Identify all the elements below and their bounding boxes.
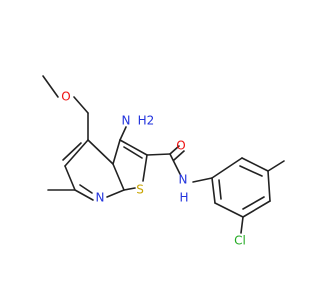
amino-h2-label: H2: [138, 114, 155, 128]
pyridine-n-label: N: [96, 191, 105, 205]
molecule-structure-diagram: N H2 O O N S N H Cl: [42, 75, 285, 248]
bond-aryl-5: [214, 202, 244, 218]
bond-methyl-o: [42, 75, 59, 98]
atom-labels: N H2 O O N S N H Cl: [61, 90, 246, 248]
bond-aryl-methyl: [267, 160, 285, 172]
bond-aryl-4: [242, 200, 271, 218]
bond-c3-c2-double: [123, 146, 143, 159]
amide-n-label: N: [179, 173, 188, 187]
bond-c3-nh2: [119, 126, 127, 141]
bond-carbonyl-n: [169, 153, 181, 175]
bond-aryl-2: [241, 157, 269, 172]
bond-aryl-1: [211, 157, 243, 179]
bond-c3-c2: [119, 139, 148, 156]
bond-c6-n: [74, 189, 94, 201]
thiophene-s-label: S: [136, 183, 144, 197]
bond-lines: [42, 75, 285, 234]
bond-aryl-6: [211, 177, 216, 204]
bond-n-c7a: [106, 189, 125, 198]
amino-n-label: N: [122, 114, 131, 128]
bond-c7a-c3a: [112, 163, 125, 191]
bond-c4-c5-double: [62, 142, 82, 161]
bond-carbonyl-o-double: [173, 150, 185, 161]
amide-h-label: H: [179, 191, 188, 205]
bond-c3a-c4: [87, 139, 114, 165]
bond-c2-carbonyl: [146, 153, 171, 156]
bond-s-c7a: [123, 187, 136, 191]
bond-aryl-2-double: [239, 165, 263, 177]
bond-aryl-3: [267, 170, 271, 202]
ether-o-label: O: [61, 90, 70, 104]
bond-n-aryl: [192, 177, 213, 183]
bond-aryl-cl: [240, 216, 244, 234]
bond-c5-c6: [64, 165, 76, 191]
bond-c2-s: [142, 154, 148, 182]
bond-c6-n-double: [79, 184, 93, 194]
bond-o-ch2: [73, 96, 89, 114]
chlorine-label: Cl: [234, 234, 246, 248]
bond-aryl-6-double: [218, 179, 222, 200]
bond-aryl-4-double: [242, 196, 265, 210]
bond-carbonyl-o: [169, 145, 180, 155]
bond-c4-c5: [64, 139, 89, 167]
carbonyl-o-label: O: [176, 139, 185, 153]
bond-c3a-c3: [112, 139, 121, 165]
structure-svg: N H2 O O N S N H Cl: [42, 75, 285, 248]
